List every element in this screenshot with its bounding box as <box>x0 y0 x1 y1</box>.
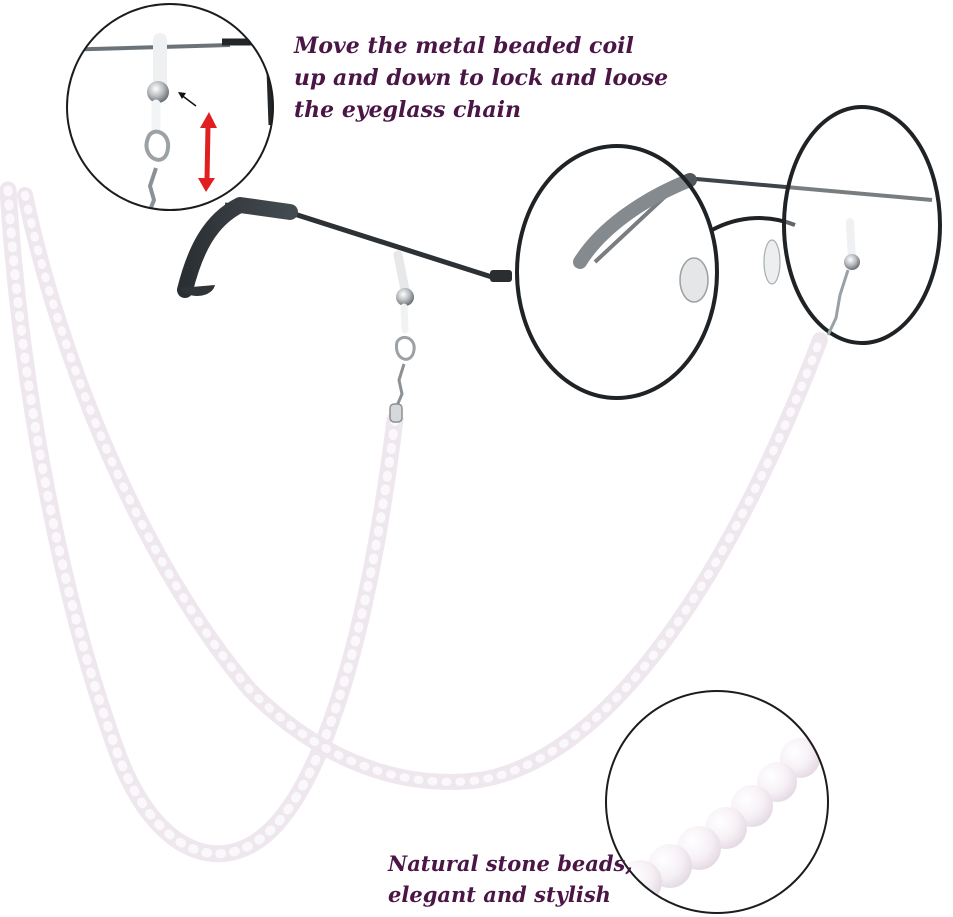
caption-beads-line-2: elegant and stylish <box>388 882 611 907</box>
bead-chain <box>0 181 828 863</box>
arrow-pointer-icon <box>178 92 197 107</box>
double-arrow-icon <box>198 112 217 192</box>
caption-coil-line-2: up and down to lock and loose <box>294 65 669 91</box>
zoom-circle-clasp <box>66 3 274 211</box>
caption-coil-line-1: Move the metal beaded coil <box>294 33 634 59</box>
caption-coil-line-3: the eyeglass chain <box>294 97 522 123</box>
eyeglasses <box>177 105 942 400</box>
caption-beads-line-1: Natural stone beads, <box>388 851 633 876</box>
caption-coil: Move the metal beaded coil up and down t… <box>294 30 669 126</box>
right-connector <box>826 218 860 336</box>
caption-beads: Natural stone beads, elegant and stylish <box>388 848 638 910</box>
left-connector <box>389 250 416 423</box>
zoom-circle-beads <box>605 690 829 914</box>
